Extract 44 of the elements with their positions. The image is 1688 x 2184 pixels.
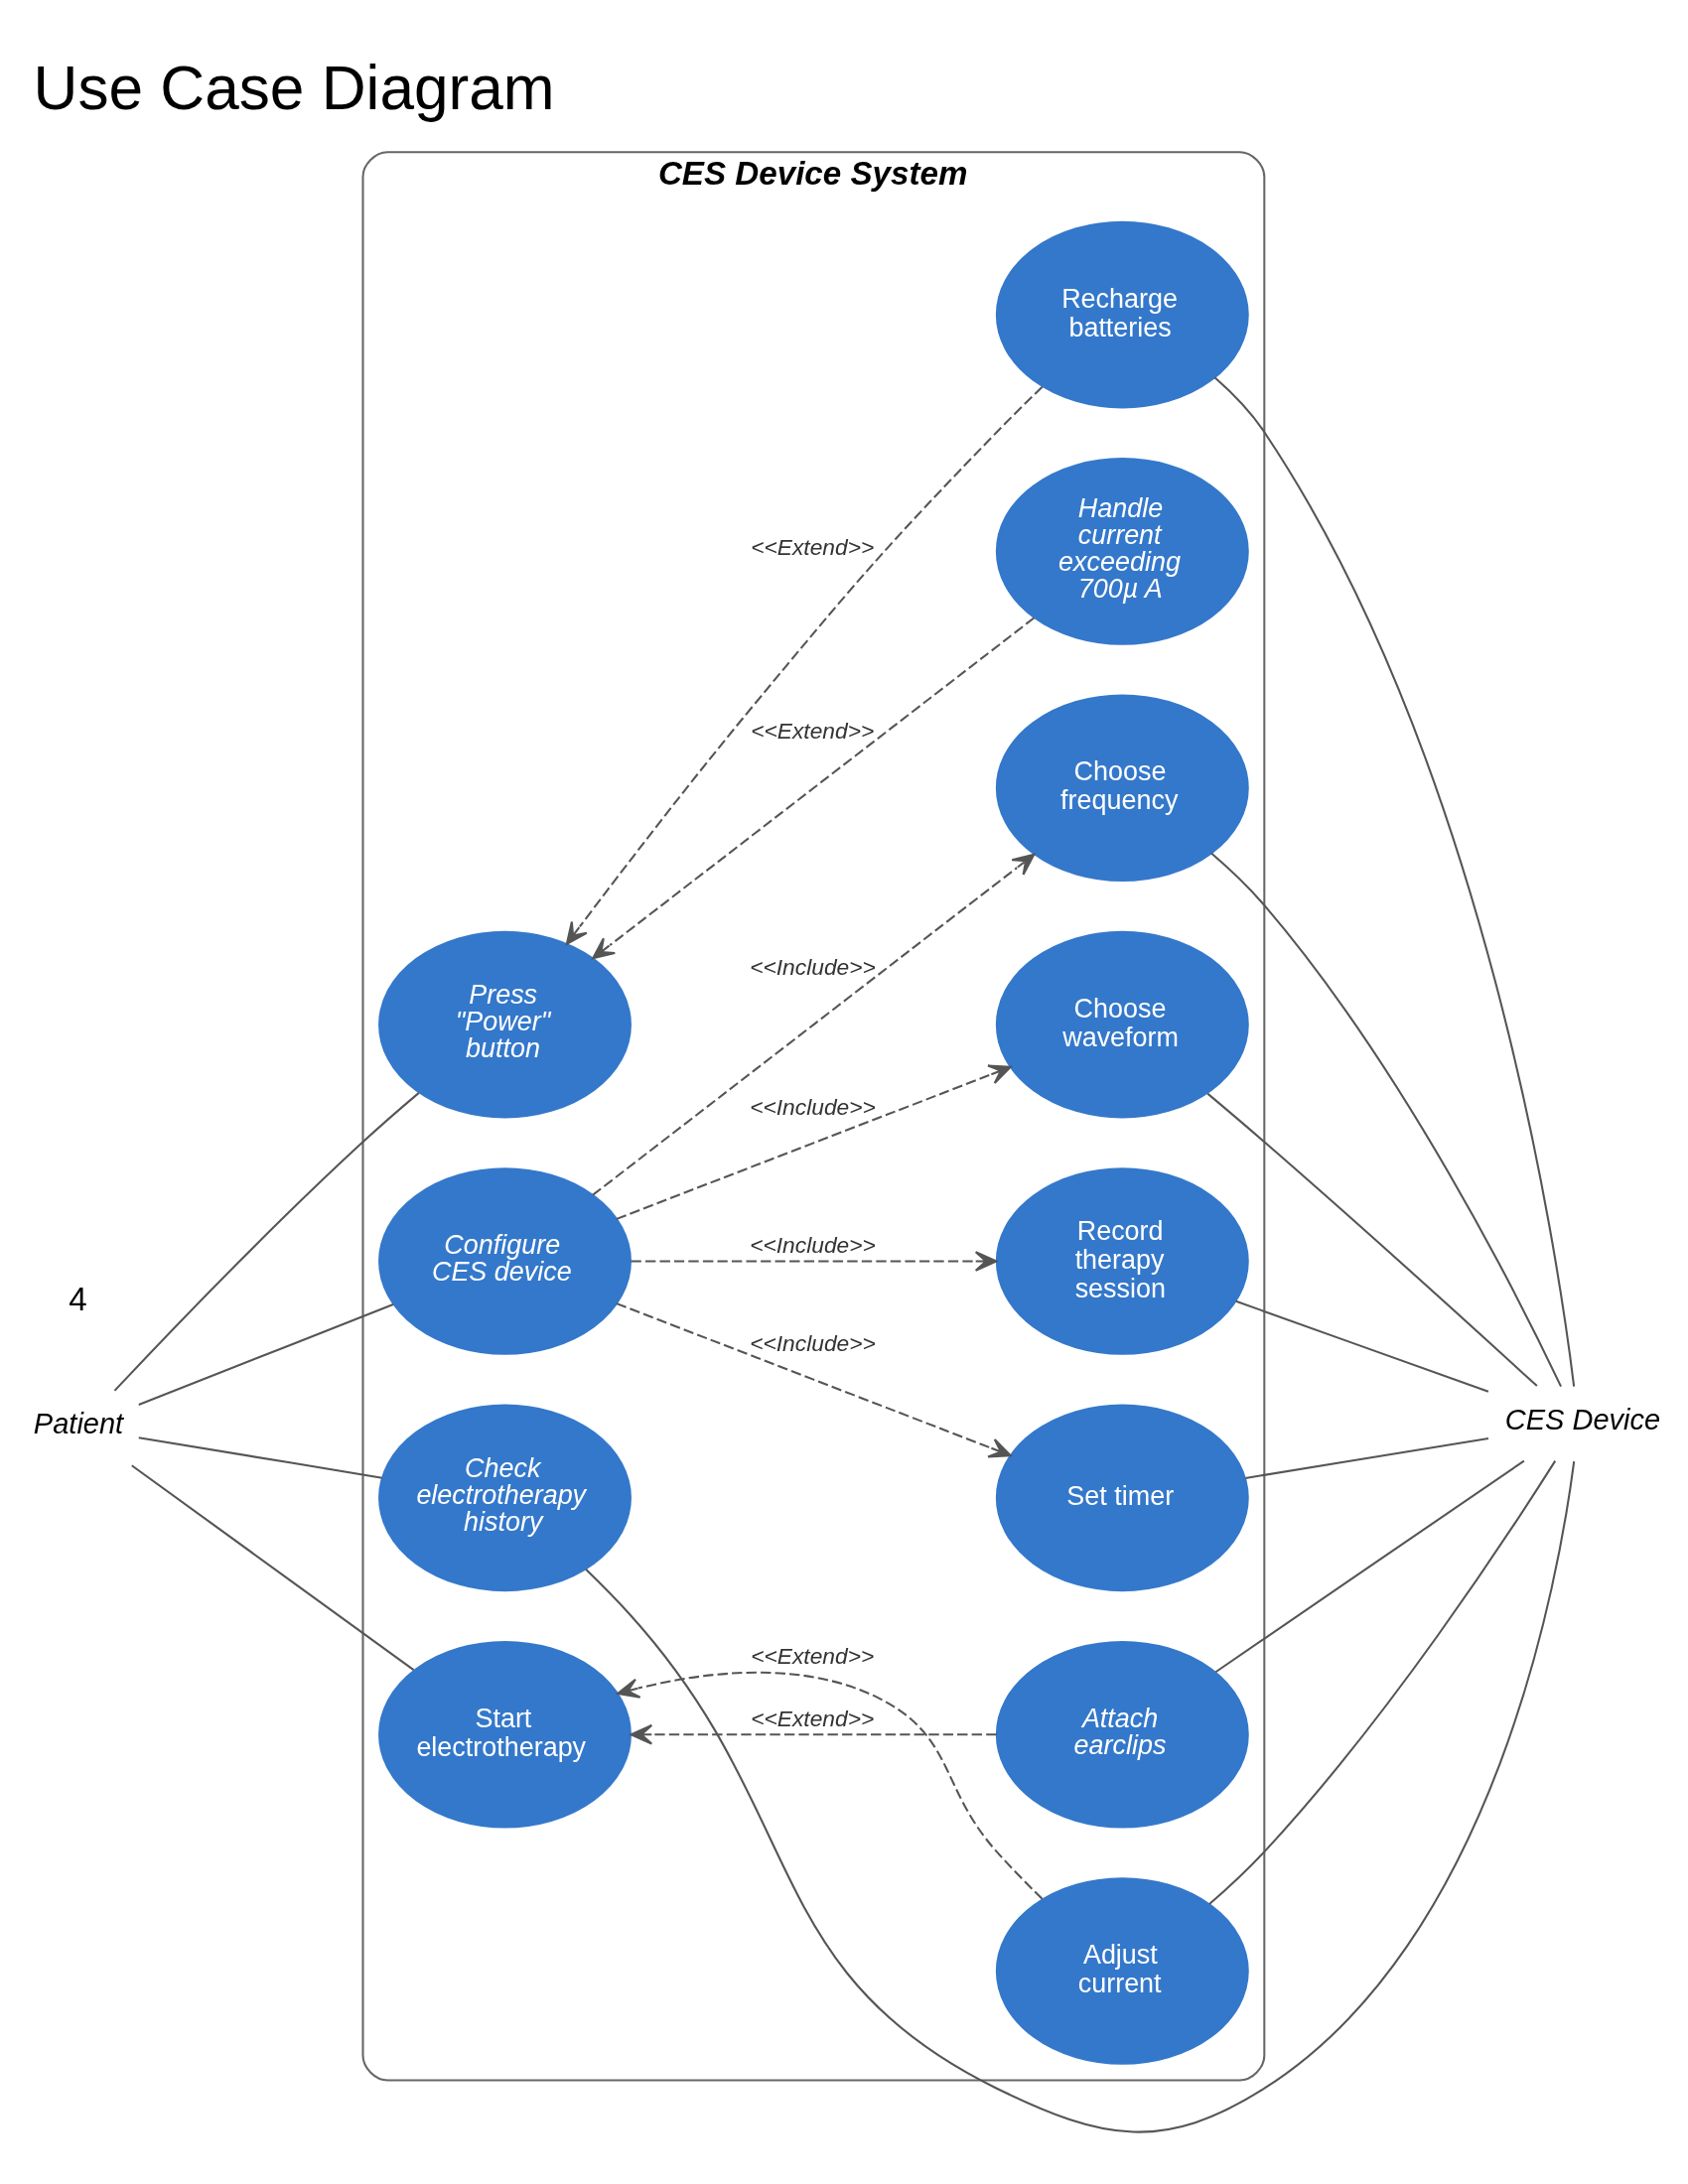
node-ellipse: Attach earclips [995,1640,1249,1829]
connector [1209,852,1562,1388]
edge-label: <<Include>> [749,1330,876,1357]
edge-label: <<Include>> [749,1231,876,1258]
arrow [630,1723,996,1745]
edge-label: <<Include>> [749,1093,876,1120]
node-ellipse: Choose frequency [995,694,1249,883]
node-text: CES Device [1504,1403,1660,1435]
arrow [616,1302,1012,1458]
arrow [616,1671,1043,1900]
connector [1244,1436,1488,1479]
connector [1234,1299,1488,1393]
arrow [631,1251,997,1272]
connector [1206,1092,1538,1387]
node-ellipse: Choose waveform [995,930,1249,1119]
node-ellipse: Check electrotherapy history [377,1404,632,1592]
edge-label: <<Include>> [749,953,876,980]
connector [113,1092,419,1392]
connector [584,1461,1575,2133]
arrow [565,386,1043,945]
connector [1207,1460,1556,1905]
node-ellipse: Configure CES device [377,1167,632,1355]
connector [1214,1459,1524,1674]
node-ellipse: Start electrotherapy [377,1640,632,1829]
diagram-title: Use Case Diagram [33,53,555,122]
connector [137,1303,393,1406]
node-ellipse: Adjust current [995,1877,1249,2065]
node-ellipse: Record therapy session [995,1167,1249,1355]
node-ellipse: Press "Power" button [377,930,632,1119]
node-ellipse: Set timer [995,1404,1249,1592]
node-text: Patient [33,1407,123,1439]
connector [138,1436,382,1479]
arrow [592,853,1035,1196]
arrow [591,616,1035,960]
node-ellipse: Handle current exceeding 700µ A [995,458,1249,645]
arrow [616,1064,1012,1220]
connector [130,1464,414,1671]
label: 4 [68,1280,87,1317]
edge-label: <<Extend>> [750,1705,874,1731]
edge-label: <<Extend>> [750,717,874,744]
connector [1213,376,1575,1387]
edge-label: <<Extend>> [750,534,874,561]
edge-label: <<Extend>> [750,1643,874,1670]
node-ellipse: Recharge batteries [995,220,1249,409]
